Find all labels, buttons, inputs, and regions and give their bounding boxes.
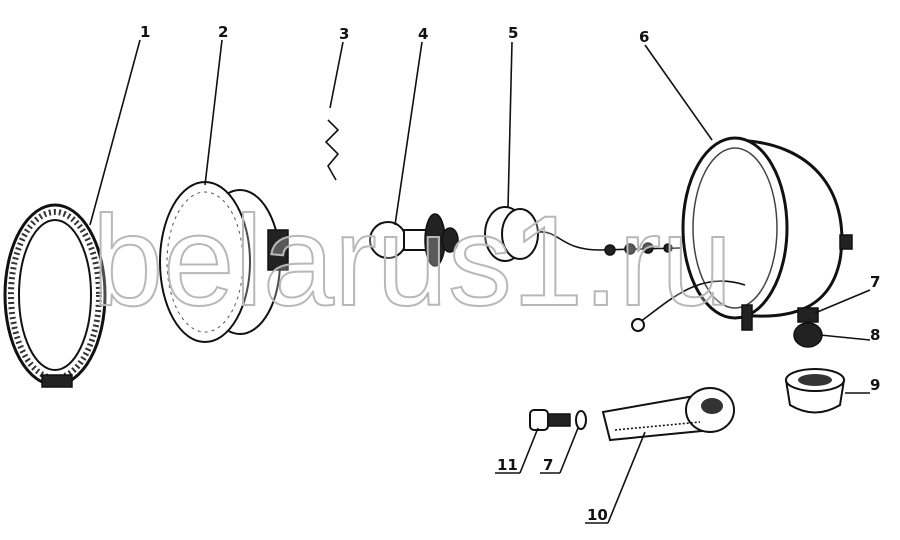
- part-stud: [793, 307, 823, 348]
- label-optical-element: 2: [218, 23, 228, 41]
- part-washer: [575, 410, 587, 430]
- label-washer-upper: 7: [870, 273, 880, 291]
- label-bolt: 11: [497, 456, 518, 474]
- label-spring-clip: 3: [339, 25, 349, 43]
- part-rim: [3, 203, 107, 388]
- label-stud: 8: [870, 326, 880, 344]
- label-bulb: 4: [418, 25, 428, 43]
- watermark: belarus1.ru: [92, 190, 732, 333]
- part-bolt: [529, 409, 571, 431]
- label-housing: 6: [639, 28, 649, 46]
- label-rim: 1: [140, 23, 150, 41]
- label-washer-lower: 7: [543, 456, 553, 474]
- label-nut: 9: [870, 376, 880, 394]
- label-bracket: 10: [587, 506, 608, 524]
- part-optical-element: [159, 181, 289, 343]
- leader-lines: [89, 39, 871, 524]
- label-socket: 5: [508, 24, 518, 42]
- part-bulb: [369, 213, 459, 267]
- part-spring-clip: [324, 119, 340, 181]
- part-socket: [484, 206, 681, 262]
- part-housing: [631, 136, 853, 332]
- part-bracket: [601, 387, 735, 442]
- part-nut: [784, 368, 846, 414]
